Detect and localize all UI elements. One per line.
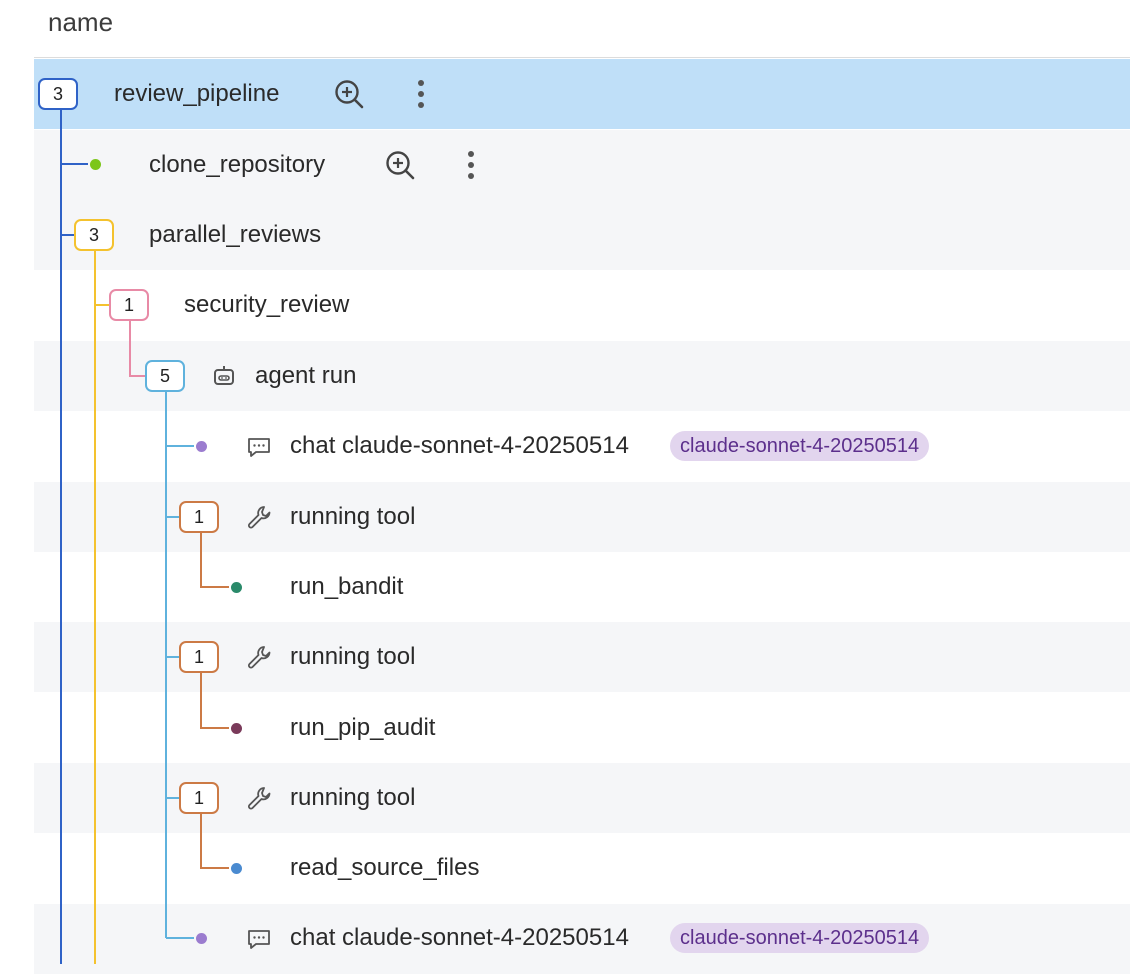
- span-name[interactable]: read_source_files: [290, 854, 480, 881]
- column-header: name: [0, 0, 1130, 58]
- status-dot: [231, 723, 242, 734]
- child-count-badge[interactable]: 1: [179, 782, 219, 814]
- more-vert-icon[interactable]: [415, 77, 427, 111]
- status-dot: [231, 863, 242, 874]
- tree-row-run-pip-audit[interactable]: [34, 693, 1130, 763]
- robot-icon: [211, 363, 237, 389]
- wrench-icon: [246, 785, 272, 811]
- status-dot: [196, 441, 207, 452]
- zoom-in-icon[interactable]: [332, 77, 366, 111]
- span-name[interactable]: security_review: [184, 291, 350, 318]
- span-name[interactable]: clone_repository: [149, 151, 326, 178]
- tree-row-parallel-reviews[interactable]: [34, 200, 1130, 270]
- status-dot: [90, 159, 101, 170]
- chat-icon: [246, 926, 272, 952]
- zoom-in-icon[interactable]: [383, 148, 417, 182]
- child-count-badge[interactable]: 1: [179, 641, 219, 673]
- child-count-badge[interactable]: 3: [74, 219, 114, 251]
- child-count-badge[interactable]: 3: [38, 78, 78, 110]
- more-vert-icon[interactable]: [465, 148, 477, 182]
- span-name[interactable]: run_pip_audit: [290, 714, 436, 741]
- tree-row-chat[interactable]: [34, 411, 1130, 481]
- header-divider: [34, 57, 1130, 58]
- tree-row-review-pipeline[interactable]: [34, 59, 1130, 129]
- tree-row-clone-repository[interactable]: [34, 130, 1130, 200]
- wrench-icon: [246, 504, 272, 530]
- child-count-badge[interactable]: 1: [179, 501, 219, 533]
- span-name[interactable]: chat claude-sonnet-4-20250514: [290, 432, 629, 459]
- chat-icon: [246, 434, 272, 460]
- tree-row-security-review[interactable]: [34, 270, 1130, 340]
- tree-row-agent-run[interactable]: [34, 341, 1130, 411]
- status-dot: [231, 582, 242, 593]
- tree-row-chat[interactable]: [34, 904, 1130, 974]
- child-count-badge[interactable]: 1: [109, 289, 149, 321]
- span-name[interactable]: running tool: [290, 643, 416, 670]
- status-dot: [196, 933, 207, 944]
- wrench-icon: [246, 644, 272, 670]
- model-badge: claude-sonnet-4-20250514: [670, 431, 930, 461]
- span-name[interactable]: parallel_reviews: [149, 221, 322, 248]
- span-name[interactable]: chat claude-sonnet-4-20250514: [290, 924, 629, 951]
- span-name[interactable]: running tool: [290, 503, 416, 530]
- span-name[interactable]: review_pipeline: [114, 80, 280, 107]
- model-badge: claude-sonnet-4-20250514: [670, 923, 930, 953]
- span-name[interactable]: agent run: [255, 362, 357, 389]
- name-column-header[interactable]: name: [48, 7, 114, 37]
- tree-row-run-bandit[interactable]: [34, 552, 1130, 622]
- span-name[interactable]: running tool: [290, 784, 416, 811]
- child-count-badge[interactable]: 5: [145, 360, 185, 392]
- tree-row-read-source-files[interactable]: [34, 833, 1130, 903]
- span-name[interactable]: run_bandit: [290, 573, 404, 600]
